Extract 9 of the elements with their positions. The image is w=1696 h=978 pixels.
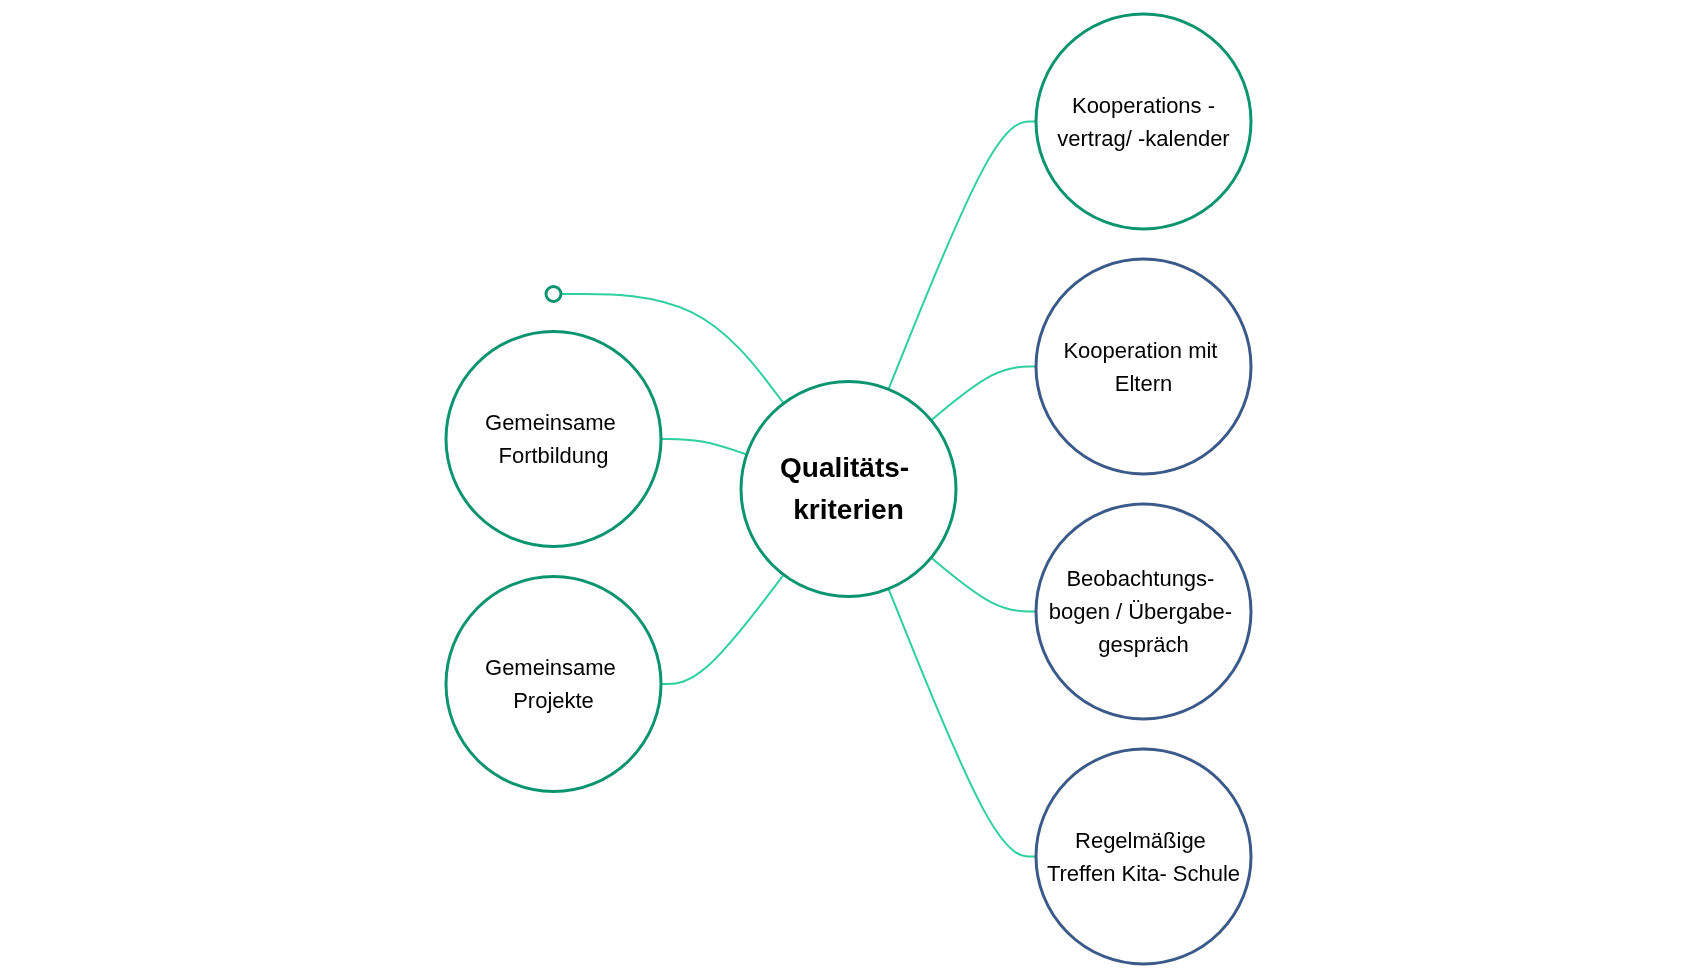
node-circle: Gemeinsame Fortbildung bbox=[444, 330, 662, 548]
node-circle: Gemeinsame Projekte bbox=[444, 575, 662, 793]
node-circle bbox=[544, 285, 562, 303]
node-circle: Beobachtungs- bogen / Übergabe- gespräch bbox=[1034, 502, 1252, 721]
node-circle: Regelmäßige Treffen Kita- Schule bbox=[1034, 747, 1252, 966]
connector bbox=[559, 293, 785, 405]
node-circle: Kooperations -vertrag/ -kalender bbox=[1034, 12, 1252, 231]
node-circle: Qualitäts- kriterien bbox=[739, 380, 957, 598]
node-circle: Kooperation mit Eltern bbox=[1034, 257, 1252, 476]
